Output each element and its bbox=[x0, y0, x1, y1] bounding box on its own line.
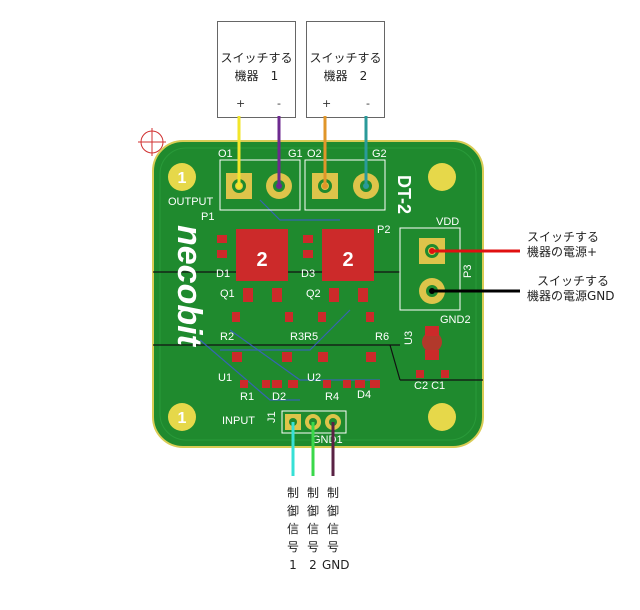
power-gnd-line2: 機器の電源GND bbox=[527, 289, 615, 303]
mount-hole-label-2: 1 bbox=[178, 410, 187, 427]
device-2-label-line2: 機器 2 bbox=[323, 69, 368, 83]
power-plus-label: スイッチする 機器の電源+ bbox=[527, 230, 599, 260]
gnd-char-4: GND bbox=[322, 558, 350, 572]
silk-d1: D1 bbox=[216, 268, 230, 280]
device-2-box: スイッチする 機器 2 + - bbox=[306, 21, 385, 118]
silk-d4: D4 bbox=[357, 389, 371, 401]
regulator-u3 bbox=[422, 332, 442, 352]
silk-u1: U1 bbox=[218, 372, 232, 384]
mount-hole-top-right bbox=[428, 163, 456, 191]
silk-q1: Q1 bbox=[220, 288, 235, 300]
smd-pads bbox=[217, 235, 449, 388]
silk-o1: O1 bbox=[218, 148, 233, 160]
ctrl-signal-1-label: 制 御 信 号 1 bbox=[286, 484, 300, 574]
silk-gnd2: GND2 bbox=[440, 314, 471, 326]
silk-g1: G1 bbox=[288, 148, 303, 160]
mosfet-q2-value: 2 bbox=[342, 249, 353, 271]
silk-d2: D2 bbox=[272, 391, 286, 403]
silk-o2: O2 bbox=[307, 148, 322, 160]
gnd-char-0: 制 bbox=[326, 486, 339, 500]
device-1-label-line2: 機器 1 bbox=[234, 69, 279, 83]
ctrl1-char-4: 1 bbox=[289, 558, 297, 572]
mosfet-q1: 2 bbox=[236, 229, 288, 302]
silk-d3: D3 bbox=[301, 268, 315, 280]
ctrl2-char-4: 2 bbox=[309, 558, 317, 572]
gnd-char-2: 信 bbox=[326, 522, 339, 536]
origin-crosshair-icon bbox=[138, 128, 166, 156]
terminal-block-p1 bbox=[219, 159, 301, 211]
gnd-char-3: 号 bbox=[326, 540, 339, 554]
ctrl2-char-1: 御 bbox=[306, 504, 319, 518]
ctrl2-char-3: 号 bbox=[306, 540, 319, 554]
silk-r3r5: R3R5 bbox=[290, 331, 318, 343]
terminal-block-p2 bbox=[304, 159, 386, 211]
ctrl1-char-2: 信 bbox=[286, 522, 299, 536]
silk-output: OUTPUT bbox=[168, 196, 214, 208]
silk-r6: R6 bbox=[375, 331, 389, 343]
mount-hole-label-1: 1 bbox=[178, 170, 187, 187]
silk-gnd1: GND1 bbox=[312, 434, 343, 446]
silk-p3: P3 bbox=[462, 265, 474, 278]
power-gnd-line1: スイッチする bbox=[537, 274, 610, 288]
silk-u2: U2 bbox=[307, 372, 321, 384]
ctrl-signal-2-label: 制 御 信 号 2 bbox=[306, 484, 320, 574]
silk-r1: R1 bbox=[240, 391, 254, 403]
silk-q2: Q2 bbox=[306, 288, 321, 300]
mosfet-q1-value: 2 bbox=[256, 249, 267, 271]
silk-vdd: VDD bbox=[436, 216, 459, 228]
silk-p1: P1 bbox=[201, 211, 214, 223]
silk-p2: P2 bbox=[377, 224, 390, 236]
device-1-plus-label: + bbox=[236, 97, 246, 110]
mosfet-q2: 2 bbox=[322, 229, 374, 302]
device-1-box: スイッチする 機器 1 + - bbox=[217, 21, 296, 118]
ctrl-signal-gnd-label: 制 御 信 号 GND bbox=[322, 484, 360, 574]
mount-hole-bottom-right bbox=[428, 403, 456, 431]
ctrl1-char-1: 御 bbox=[286, 504, 299, 518]
silk-input: INPUT bbox=[222, 415, 255, 427]
power-gnd-label: スイッチする 機器の電源GND bbox=[527, 274, 615, 304]
device-2-label-line1: スイッチする bbox=[309, 51, 382, 65]
ctrl1-char-3: 号 bbox=[286, 540, 299, 554]
silk-u3: U3 bbox=[403, 331, 415, 345]
device-1-minus-label: - bbox=[277, 97, 281, 110]
silk-r2: R2 bbox=[220, 331, 234, 343]
silk-c2c1: C2 C1 bbox=[414, 380, 445, 392]
ctrl2-char-0: 制 bbox=[306, 486, 319, 500]
power-plus-line2: 機器の電源+ bbox=[527, 245, 598, 259]
ctrl2-char-2: 信 bbox=[306, 522, 319, 536]
silk-board-name: DT-2 bbox=[394, 175, 414, 214]
ctrl1-char-0: 制 bbox=[286, 486, 299, 500]
device-1-label-line1: スイッチする bbox=[220, 51, 293, 65]
power-plus-line1: スイッチする bbox=[527, 230, 600, 244]
silk-r4: R4 bbox=[325, 391, 339, 403]
mount-hole-top-left bbox=[168, 163, 196, 191]
gnd-char-1: 御 bbox=[326, 504, 339, 518]
silk-j1: J1 bbox=[266, 411, 278, 423]
device-2-plus-label: + bbox=[322, 97, 332, 110]
silk-g2: G2 bbox=[372, 148, 387, 160]
mount-hole-bottom-left bbox=[168, 403, 196, 431]
terminal-block-p3 bbox=[399, 227, 461, 311]
device-2-minus-label: - bbox=[366, 97, 370, 110]
brand-logo: necobit bbox=[170, 225, 208, 348]
